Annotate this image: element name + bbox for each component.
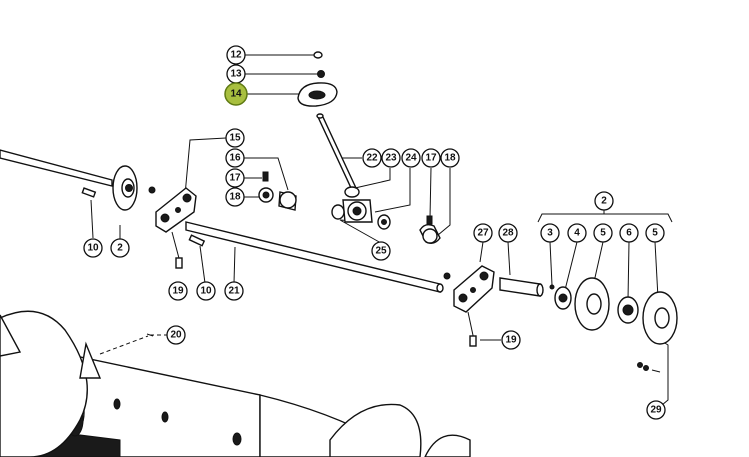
callout-22[interactable]: 22 xyxy=(362,148,382,168)
callout-25[interactable]: 25 xyxy=(371,241,391,261)
callout-27[interactable]: 27 xyxy=(473,223,493,243)
svg-text:2: 2 xyxy=(117,243,123,254)
svg-text:4: 4 xyxy=(574,228,580,239)
svg-text:6: 6 xyxy=(626,228,632,239)
joint-assembly xyxy=(331,186,391,230)
svg-text:21: 21 xyxy=(228,286,240,297)
callout-17-left[interactable]: 17 xyxy=(225,168,245,188)
callout-13[interactable]: 13 xyxy=(226,64,246,84)
svg-text:13: 13 xyxy=(230,69,242,80)
svg-text:16: 16 xyxy=(229,153,241,164)
callout-18-right[interactable]: 18 xyxy=(440,148,460,168)
callout-6[interactable]: 6 xyxy=(619,223,639,243)
cover-plate-assembly xyxy=(297,51,338,107)
svg-text:14: 14 xyxy=(230,89,242,100)
callout-2-left[interactable]: 2 xyxy=(110,238,130,258)
callout-5-right[interactable]: 5 xyxy=(645,223,665,243)
vertical-rod-22 xyxy=(316,113,357,191)
bolt-12 xyxy=(308,51,323,59)
callout-3[interactable]: 3 xyxy=(540,223,560,243)
callout-24[interactable]: 24 xyxy=(401,148,421,168)
bushing-set-left xyxy=(258,171,297,211)
svg-text:24: 24 xyxy=(405,153,417,164)
svg-text:18: 18 xyxy=(229,192,241,203)
callout-19-right[interactable]: 19 xyxy=(501,330,521,350)
svg-text:10: 10 xyxy=(200,286,212,297)
callout-15[interactable]: 15 xyxy=(225,128,245,148)
bearing-block-left xyxy=(155,187,206,269)
callout-5-left[interactable]: 5 xyxy=(593,223,613,243)
svg-text:5: 5 xyxy=(600,228,606,239)
sleeve-and-bearings xyxy=(499,277,678,373)
auger-drum xyxy=(0,310,471,457)
callout-14-highlighted[interactable]: 14 xyxy=(224,82,248,106)
nut-13 xyxy=(317,70,325,78)
svg-text:3: 3 xyxy=(547,228,553,239)
callout-4[interactable]: 4 xyxy=(567,223,587,243)
callout-29[interactable]: 29 xyxy=(646,400,666,420)
callout-28[interactable]: 28 xyxy=(498,223,518,243)
svg-text:27: 27 xyxy=(477,228,489,239)
callout-19-left[interactable]: 19 xyxy=(168,281,188,301)
left-shaft xyxy=(0,149,156,211)
svg-text:12: 12 xyxy=(230,50,242,61)
callout-21[interactable]: 21 xyxy=(224,281,244,301)
svg-text:5: 5 xyxy=(652,228,658,239)
svg-text:20: 20 xyxy=(170,330,182,341)
svg-text:19: 19 xyxy=(172,286,184,297)
svg-text:10: 10 xyxy=(87,243,99,254)
svg-text:29: 29 xyxy=(650,405,662,416)
callout-23[interactable]: 23 xyxy=(381,148,401,168)
callout-10-center[interactable]: 10 xyxy=(196,281,216,301)
svg-text:28: 28 xyxy=(502,228,514,239)
svg-text:17: 17 xyxy=(229,173,241,184)
callout-20[interactable]: 20 xyxy=(166,325,186,345)
svg-text:2: 2 xyxy=(601,196,607,207)
plate-14 xyxy=(297,82,338,107)
bearing-block-right xyxy=(443,265,495,347)
svg-text:22: 22 xyxy=(366,153,378,164)
svg-text:17: 17 xyxy=(425,153,437,164)
bushing-set-right xyxy=(419,215,441,245)
callout-16[interactable]: 16 xyxy=(225,148,245,168)
svg-text:15: 15 xyxy=(229,133,241,144)
callout-18-left[interactable]: 18 xyxy=(225,187,245,207)
callout-10-left[interactable]: 10 xyxy=(83,238,103,258)
svg-text:23: 23 xyxy=(385,153,397,164)
svg-text:19: 19 xyxy=(505,335,517,346)
callout-17-right[interactable]: 17 xyxy=(421,148,441,168)
svg-text:18: 18 xyxy=(444,153,456,164)
callout-2-right[interactable]: 2 xyxy=(594,191,614,211)
svg-text:25: 25 xyxy=(375,246,387,257)
long-shaft-21 xyxy=(185,221,444,293)
callout-12[interactable]: 12 xyxy=(226,45,246,65)
